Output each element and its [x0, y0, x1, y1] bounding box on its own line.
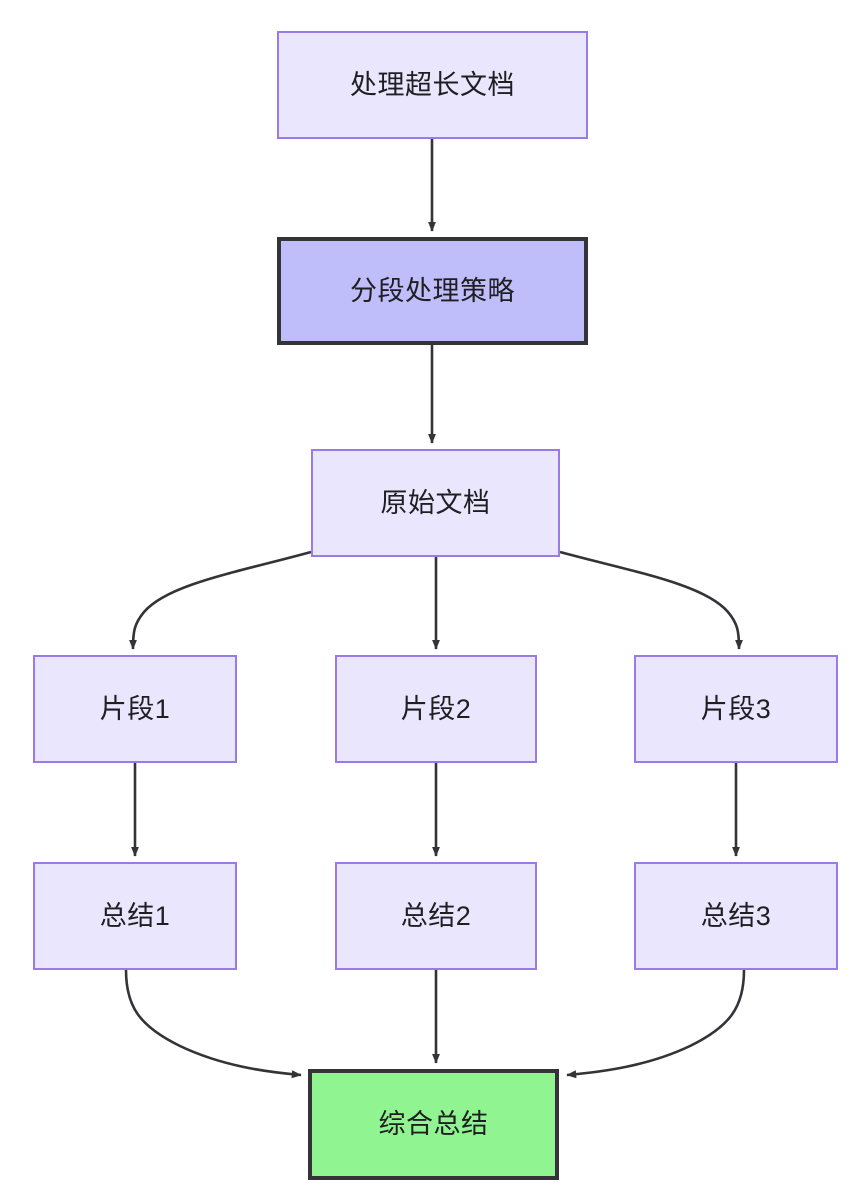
node-label: 总结1: [99, 900, 171, 931]
node-summary-1[interactable]: 总结1: [33, 862, 237, 970]
node-summary-3[interactable]: 总结3: [634, 862, 838, 970]
node-chunking-strategy[interactable]: 分段处理策略: [277, 237, 588, 345]
node-label: 原始文档: [380, 487, 491, 518]
node-label: 片段3: [700, 693, 772, 724]
node-label: 分段处理策略: [350, 275, 515, 306]
edge-source-to-chunk1: [129, 550, 312, 650]
node-process-long-document[interactable]: 处理超长文档: [277, 31, 588, 139]
node-chunk-3[interactable]: 片段3: [634, 655, 838, 763]
edge-source-to-chunk3: [559, 550, 743, 650]
node-chunk-2[interactable]: 片段2: [335, 655, 537, 763]
edge-summary3-to-final: [566, 969, 746, 1079]
node-label: 处理超长文档: [350, 69, 515, 100]
node-label: 总结2: [400, 900, 472, 931]
node-combined-summary[interactable]: 综合总结: [308, 1069, 559, 1180]
node-source-document[interactable]: 原始文档: [311, 449, 560, 557]
node-label: 片段2: [400, 693, 472, 724]
node-label: 总结3: [700, 900, 772, 931]
node-label: 片段1: [99, 693, 171, 724]
edge-summary1-to-final: [124, 969, 302, 1079]
node-label: 综合总结: [378, 1109, 489, 1140]
node-chunk-1[interactable]: 片段1: [33, 655, 237, 763]
node-summary-2[interactable]: 总结2: [335, 862, 537, 970]
